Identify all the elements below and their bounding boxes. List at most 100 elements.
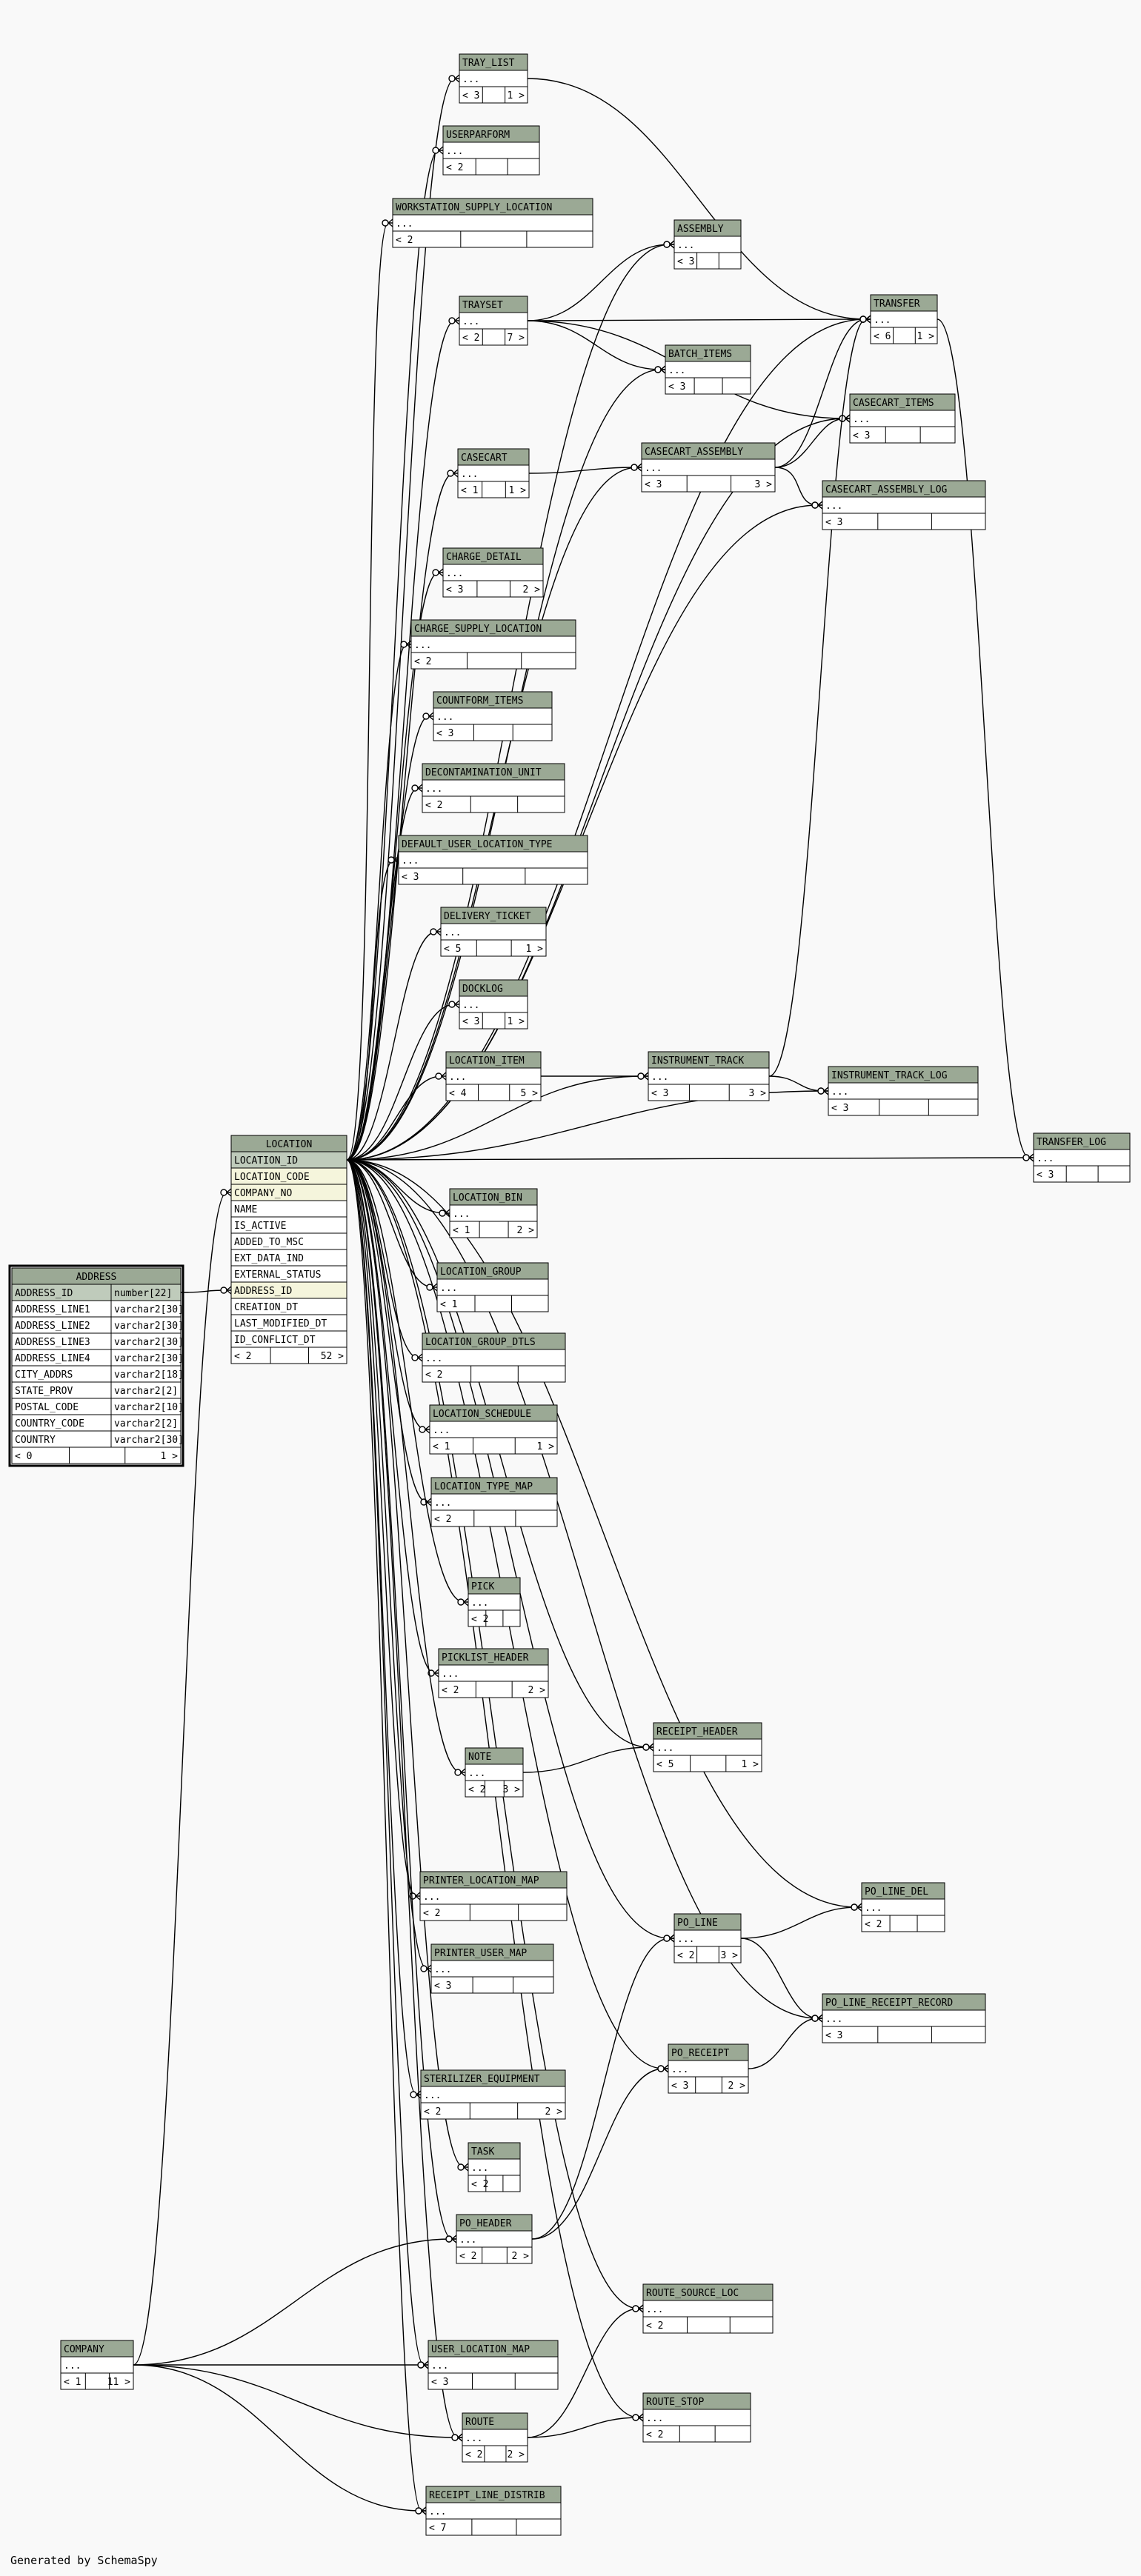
parents-count-location-bin[interactable]: < 1 bbox=[453, 1225, 470, 1236]
children-count-casecart[interactable]: 1 > bbox=[509, 485, 527, 496]
table-printer-user-map[interactable]: PRINTER_USER_MAP...< 3 bbox=[430, 1943, 554, 1994]
parents-count-po-line-del[interactable]: < 2 bbox=[865, 1919, 882, 1930]
table-route-source-loc[interactable]: ROUTE_SOURCE_LOC...< 2 bbox=[642, 2283, 774, 2334]
table-assembly[interactable]: ASSEMBLY...< 3 bbox=[673, 219, 742, 270]
parents-count-decontamination-unit[interactable]: < 2 bbox=[425, 800, 442, 811]
parents-count-note[interactable]: < 2 bbox=[468, 1784, 485, 1795]
table-location-group[interactable]: LOCATION_GROUP...< 1 bbox=[436, 1262, 549, 1312]
parents-count-instrument-track-log[interactable]: < 3 bbox=[831, 1103, 848, 1114]
parents-count-receipt-header[interactable]: < 5 bbox=[656, 1759, 673, 1770]
parents-count-delivery-ticket[interactable]: < 5 bbox=[444, 944, 461, 955]
parents-count-pick[interactable]: < 2 bbox=[471, 1614, 488, 1625]
parents-count-po-header[interactable]: < 2 bbox=[459, 2251, 476, 2262]
children-count-charge-detail[interactable]: 2 > bbox=[523, 584, 541, 595]
table-instrument-track-log[interactable]: INSTRUMENT_TRACK_LOG...< 3 bbox=[828, 1066, 979, 1116]
parents-count-location[interactable]: < 2 bbox=[234, 1351, 251, 1362]
parents-count-tray-list[interactable]: < 3 bbox=[462, 90, 479, 101]
children-count-company[interactable]: 11 > bbox=[107, 2377, 130, 2388]
table-default-user-location-type[interactable]: DEFAULT_USER_LOCATION_TYPE...< 3 bbox=[398, 835, 588, 885]
table-batch-items[interactable]: BATCH_ITEMS...< 3 bbox=[665, 344, 751, 395]
parents-count-instrument-track[interactable]: < 3 bbox=[651, 1088, 668, 1099]
parents-count-location-schedule[interactable]: < 1 bbox=[433, 1441, 450, 1452]
parents-count-trayset[interactable]: < 2 bbox=[462, 333, 479, 344]
children-count-po-header[interactable]: 2 > bbox=[512, 2251, 530, 2262]
children-count-location[interactable]: 52 > bbox=[321, 1351, 344, 1362]
parents-count-po-receipt[interactable]: < 3 bbox=[671, 2081, 688, 2092]
table-countform-items[interactable]: COUNTFORM_ITEMS...< 3 bbox=[433, 691, 553, 741]
children-count-tray-list[interactable]: 1 > bbox=[508, 90, 525, 101]
table-charge-supply-location[interactable]: CHARGE_SUPPLY_LOCATION...< 2 bbox=[410, 619, 576, 670]
children-count-receipt-header[interactable]: 1 > bbox=[742, 1759, 759, 1770]
table-location[interactable]: LOCATIONLOCATION_IDLOCATION_CODECOMPANY_… bbox=[230, 1135, 347, 1364]
parents-count-po-line[interactable]: < 2 bbox=[677, 1950, 694, 1961]
table-route-stop[interactable]: ROUTE_STOP...< 2 bbox=[642, 2392, 751, 2443]
parents-count-task[interactable]: < 2 bbox=[471, 2179, 488, 2190]
parents-count-casecart-items[interactable]: < 3 bbox=[853, 430, 870, 441]
parents-count-route-stop[interactable]: < 2 bbox=[646, 2429, 663, 2440]
children-count-location-item[interactable]: 5 > bbox=[521, 1088, 539, 1099]
children-count-instrument-track[interactable]: 3 > bbox=[749, 1088, 767, 1099]
parents-count-receipt-line-distrib[interactable]: < 7 bbox=[429, 2523, 446, 2534]
children-count-po-line[interactable]: 3 > bbox=[721, 1950, 739, 1961]
parents-count-charge-supply-location[interactable]: < 2 bbox=[414, 656, 431, 667]
parents-count-location-type-map[interactable]: < 2 bbox=[434, 1514, 451, 1525]
parents-count-default-user-location-type[interactable]: < 3 bbox=[402, 872, 419, 883]
children-count-trayset[interactable]: 7 > bbox=[508, 333, 525, 344]
parents-count-countform-items[interactable]: < 3 bbox=[436, 728, 453, 739]
table-task[interactable]: TASK...< 2 bbox=[468, 2142, 521, 2192]
parents-count-sterilizer-equipment[interactable]: < 2 bbox=[424, 2106, 441, 2118]
parents-count-printer-user-map[interactable]: < 3 bbox=[434, 1981, 451, 1992]
table-decontamination-unit[interactable]: DECONTAMINATION_UNIT...< 2 bbox=[422, 763, 565, 813]
parents-count-casecart-assembly-log[interactable]: < 3 bbox=[825, 517, 842, 528]
children-count-delivery-ticket[interactable]: 1 > bbox=[526, 944, 544, 955]
table-transfer-log[interactable]: TRANSFER_LOG...< 3 bbox=[1033, 1132, 1131, 1183]
parents-count-workstation-supply-location[interactable]: < 2 bbox=[396, 235, 413, 246]
table-receipt-line-distrib[interactable]: RECEIPT_LINE_DISTRIB...< 7 bbox=[425, 2486, 562, 2536]
table-user-location-map[interactable]: USER_LOCATION_MAP...< 3 bbox=[428, 2340, 559, 2390]
children-count-location-bin[interactable]: 2 > bbox=[517, 1225, 535, 1236]
table-location-group-dtls[interactable]: LOCATION_GROUP_DTLS...< 2 bbox=[422, 1332, 566, 1383]
table-workstation-supply-location[interactable]: WORKSTATION_SUPPLY_LOCATION...< 2 bbox=[392, 198, 593, 248]
parents-count-user-location-map[interactable]: < 3 bbox=[431, 2377, 448, 2388]
table-po-line-receipt-record[interactable]: PO_LINE_RECEIPT_RECORD...< 3 bbox=[822, 1993, 986, 2043]
children-count-sterilizer-equipment[interactable]: 2 > bbox=[545, 2106, 563, 2118]
children-count-note[interactable]: 3 > bbox=[503, 1784, 521, 1795]
table-location-type-map[interactable]: LOCATION_TYPE_MAP...< 2 bbox=[430, 1477, 558, 1527]
parents-count-address[interactable]: < 0 bbox=[15, 1451, 32, 1462]
table-printer-location-map[interactable]: PRINTER_LOCATION_MAP...< 2 bbox=[419, 1871, 568, 1921]
children-count-transfer[interactable]: 1 > bbox=[917, 331, 935, 342]
parents-count-route-source-loc[interactable]: < 2 bbox=[646, 2320, 663, 2332]
parents-count-location-group[interactable]: < 1 bbox=[440, 1299, 457, 1310]
parents-count-docklog[interactable]: < 3 bbox=[462, 1016, 479, 1027]
parents-count-location-group-dtls[interactable]: < 2 bbox=[425, 1369, 442, 1381]
table-pick[interactable]: PICK...< 2 bbox=[468, 1577, 521, 1627]
parents-count-location-item[interactable]: < 4 bbox=[449, 1088, 467, 1099]
parents-count-transfer[interactable]: < 6 bbox=[874, 331, 891, 342]
children-count-docklog[interactable]: 1 > bbox=[508, 1016, 525, 1027]
children-count-po-receipt[interactable]: 2 > bbox=[728, 2081, 746, 2092]
parents-count-company[interactable]: < 1 bbox=[64, 2377, 81, 2388]
children-count-picklist-header[interactable]: 2 > bbox=[528, 1685, 546, 1696]
table-casecart-assembly-log[interactable]: CASECART_ASSEMBLY_LOG...< 3 bbox=[822, 480, 986, 530]
table-casecart-items[interactable]: CASECART_ITEMS...< 3 bbox=[849, 393, 956, 444]
parents-count-casecart-assembly[interactable]: < 3 bbox=[645, 479, 662, 490]
